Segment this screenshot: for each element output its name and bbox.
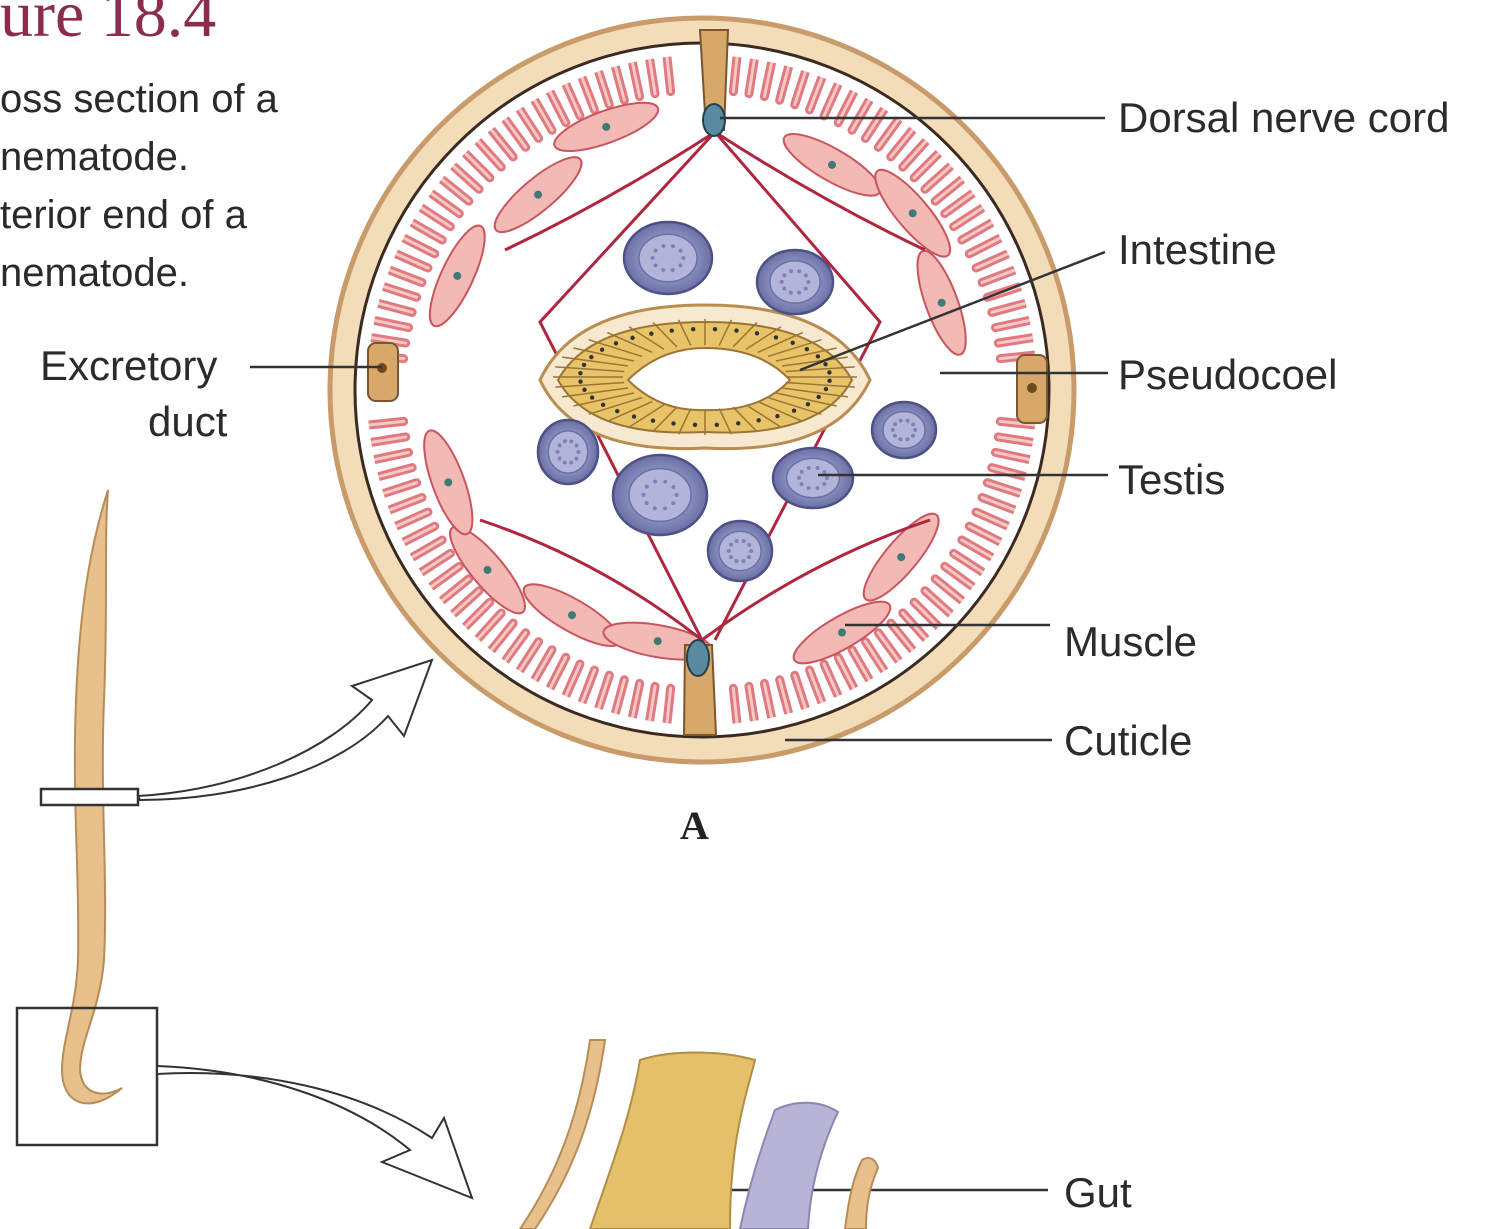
label-intestine: Intestine	[1118, 229, 1277, 271]
cross-section	[330, 18, 1074, 762]
arrow-to-cross-section	[138, 660, 432, 800]
label-duct: duct	[148, 401, 227, 443]
section-marker	[41, 789, 138, 805]
label-excretory: Excretory	[40, 345, 217, 387]
label-muscle: Muscle	[1064, 621, 1197, 663]
label-pseudocoel: Pseudocoel	[1118, 354, 1338, 396]
lateral-duct-right	[1027, 383, 1037, 393]
dorsal-nerve	[703, 104, 725, 136]
arrow-to-posterior	[157, 1066, 472, 1198]
label-gut: Gut	[1064, 1172, 1132, 1214]
panel-letter: A	[680, 802, 709, 849]
label-testis: Testis	[1118, 459, 1225, 501]
whole-worm	[17, 490, 157, 1145]
ventral-nerve	[687, 640, 709, 676]
label-dorsal-nerve-cord: Dorsal nerve cord	[1118, 97, 1449, 139]
label-cuticle: Cuticle	[1064, 720, 1192, 762]
posterior-detail	[520, 1040, 878, 1229]
